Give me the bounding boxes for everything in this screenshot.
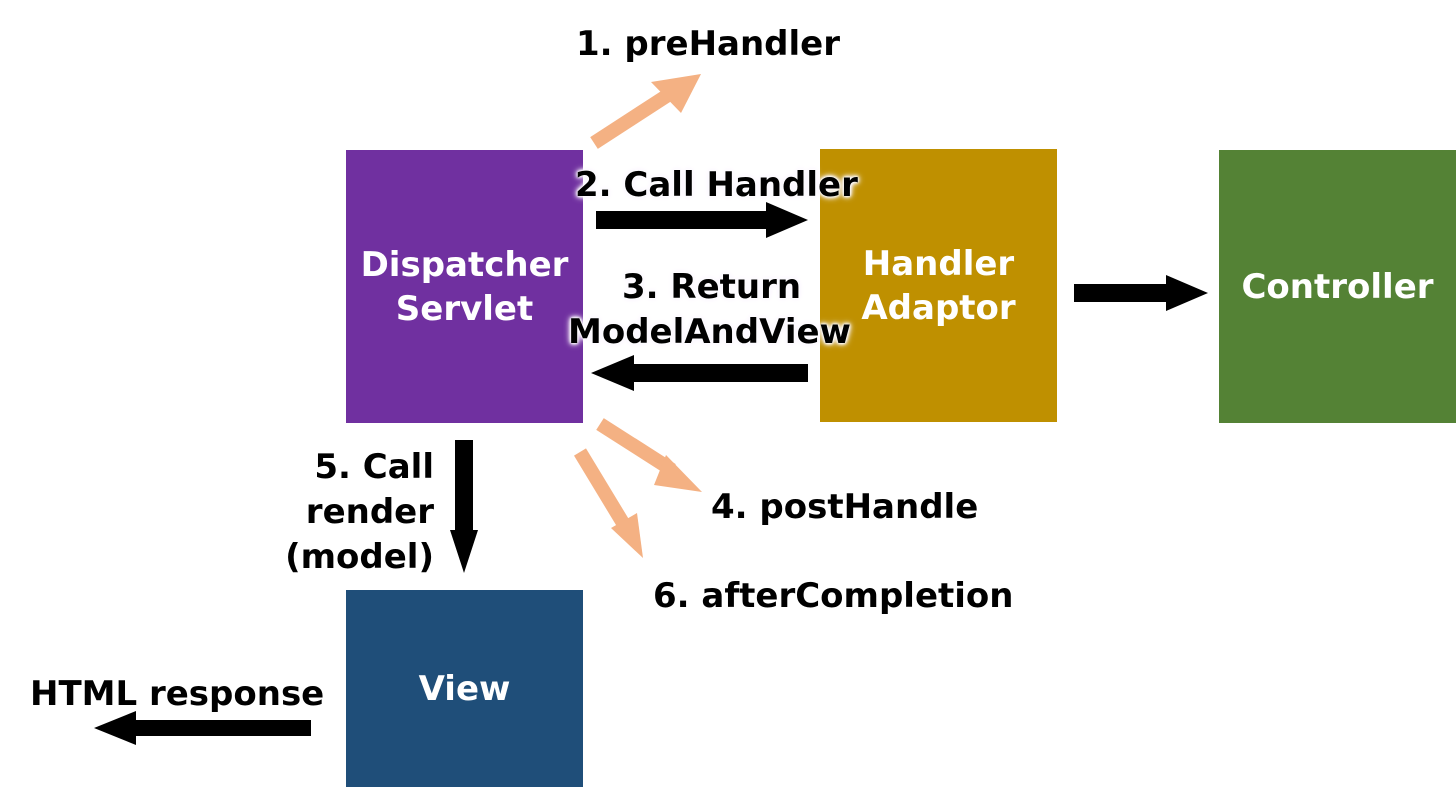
step-post-handle-label: 4. postHandle bbox=[711, 487, 979, 527]
controller-label: Controller bbox=[1241, 266, 1434, 307]
return-modelandview-arrow bbox=[591, 355, 808, 391]
handler-adaptor-label-line1: Handler bbox=[862, 243, 1015, 284]
adaptor-to-controller-arrow bbox=[1074, 275, 1208, 311]
view-box: View bbox=[346, 590, 583, 787]
step-call-handler-label: 2. Call Handler bbox=[575, 165, 858, 205]
pre-handler-arrow bbox=[590, 74, 701, 149]
handler-adaptor-label-line2: Adaptor bbox=[861, 287, 1016, 328]
post-handle-arrow bbox=[596, 418, 702, 492]
step-render-label-line1: 5. Call bbox=[314, 447, 434, 487]
step-return-label-line2: ModelAndView bbox=[568, 312, 851, 352]
step-pre-handler-label: 1. preHandler bbox=[576, 24, 840, 64]
controller-box: Controller bbox=[1219, 150, 1456, 423]
call-handler-arrow bbox=[596, 202, 808, 238]
step-render-label-line2: render bbox=[305, 492, 434, 532]
step-return-label-line1: 3. Return bbox=[622, 267, 802, 307]
html-response-label: HTML response bbox=[30, 674, 325, 714]
step-after-completion-label: 6. afterCompletion bbox=[653, 576, 1014, 616]
dispatcher-servlet-label-line1: Dispatcher bbox=[360, 244, 569, 285]
dispatcher-servlet-box: Dispatcher Servlet bbox=[346, 150, 583, 423]
html-response-arrow bbox=[94, 711, 311, 745]
after-completion-arrow bbox=[574, 448, 643, 558]
step-render-label-line3: (model) bbox=[285, 537, 434, 577]
call-render-arrow bbox=[450, 440, 478, 573]
dispatcher-servlet-label-line2: Servlet bbox=[395, 288, 534, 329]
handler-adaptor-box: Handler Adaptor bbox=[820, 149, 1057, 422]
view-label: View bbox=[418, 668, 511, 709]
